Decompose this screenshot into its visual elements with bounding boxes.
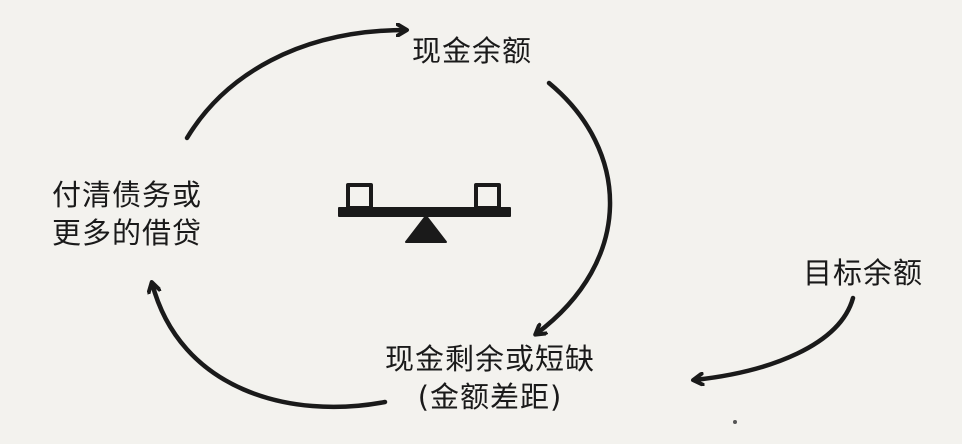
- node-cash-balance: 现金余额: [412, 34, 533, 68]
- node-pay-or-borrow-line1: 付清债务或: [52, 178, 203, 212]
- arrow-pay-to-cash: [184, 30, 406, 141]
- node-surplus-or-shortage-line1: 现金剩余或短缺: [385, 342, 596, 376]
- node-target-balance: 目标余额: [803, 256, 924, 290]
- node-pay-or-borrow-line2: 更多的借贷: [52, 216, 203, 250]
- node-pay-or-borrow: 付清债务或 更多的借贷: [52, 176, 202, 252]
- arrow-gap-to-pay: [152, 283, 388, 410]
- node-surplus-or-shortage-line2: (金额差距): [417, 380, 563, 414]
- arrow-target-to-gap: [694, 295, 856, 380]
- balance-scale-icon: [338, 183, 511, 243]
- arrow-cash-to-gap: [536, 80, 613, 334]
- scan-speck: [733, 420, 737, 424]
- node-surplus-or-shortage: 现金剩余或短缺 (金额差距): [385, 340, 595, 416]
